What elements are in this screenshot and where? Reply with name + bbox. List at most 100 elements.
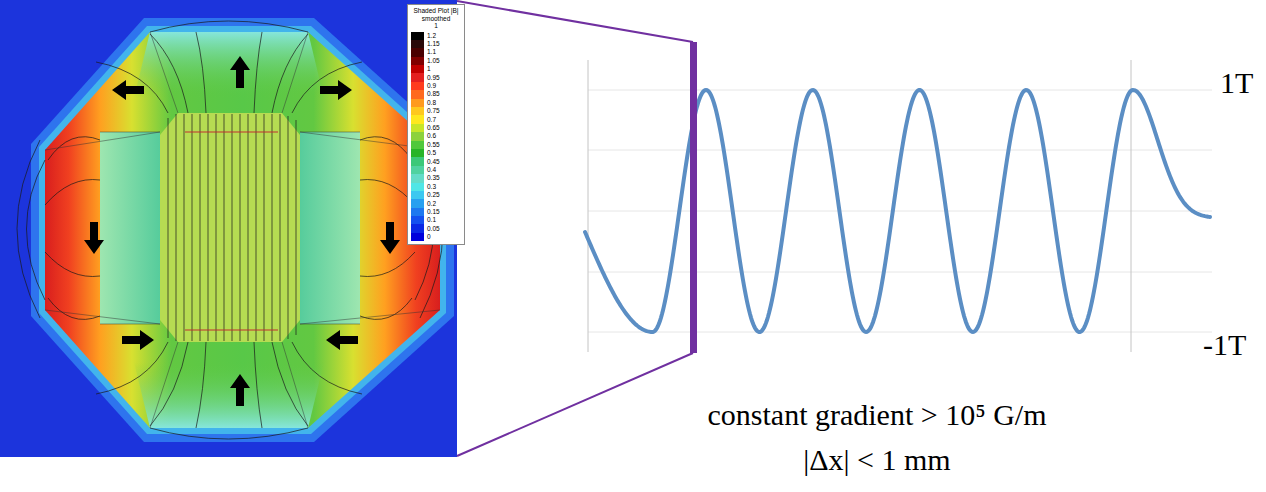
- legend-value: 0.9: [427, 82, 436, 90]
- legend-row: 0.75: [411, 107, 461, 115]
- tolerance-note: |Δx| < 1 mm: [803, 443, 950, 478]
- legend-row: 0.35: [411, 174, 461, 182]
- legend-value: 0.4: [427, 166, 436, 174]
- magnetization-arrows: [84, 56, 400, 406]
- legend-swatch: [411, 40, 424, 48]
- legend-row: 0.9: [411, 82, 461, 90]
- legend-swatch: [411, 149, 424, 157]
- legend-row: 0.55: [411, 141, 461, 149]
- legend-swatch: [411, 224, 424, 232]
- plot-axis: [1131, 60, 1132, 352]
- colorbar-scale: 1: [411, 22, 461, 30]
- legend-value: 0.2: [427, 200, 436, 208]
- legend-value: 0.45: [427, 158, 440, 166]
- grid-line: [588, 90, 1212, 91]
- magnetization-arrow: [326, 330, 358, 350]
- pole-notch: [300, 132, 360, 324]
- legend-value: 0.95: [427, 74, 440, 82]
- field-background: [0, 0, 457, 457]
- bore-edge: [185, 329, 278, 330]
- legend-value: 0: [427, 233, 431, 241]
- legend-row: 0.25: [411, 191, 461, 199]
- legend-value: 0.55: [427, 141, 440, 149]
- plot-axis: [588, 60, 589, 352]
- legend-value: 0.8: [427, 99, 436, 107]
- legend-value: 1: [427, 65, 431, 73]
- legend-value: 0.3: [427, 183, 436, 191]
- magnetization-arrow: [112, 80, 144, 100]
- legend-swatch: [411, 32, 424, 40]
- segment-boundaries: [45, 32, 440, 428]
- legend-value: 0.1: [427, 216, 436, 224]
- segment-line: [45, 32, 440, 428]
- legend-value: 0.15: [427, 208, 440, 216]
- legend-row: 0: [411, 233, 461, 241]
- legend-swatch: [411, 48, 424, 56]
- legend-value: 1.05: [427, 57, 440, 65]
- field-line: [150, 21, 308, 439]
- colorbar-panel: Shaded Plot |B| smoothed11.21.151.11.051…: [407, 4, 465, 245]
- legend-value: 0.05: [427, 225, 440, 233]
- bore-edge: [185, 131, 278, 132]
- magnetization-arrow: [84, 222, 104, 254]
- gradient-region-bar: [690, 42, 697, 353]
- legend-swatch: [411, 166, 424, 174]
- legend-value: 0.65: [427, 124, 440, 132]
- legend-swatch: [411, 124, 424, 132]
- field-line: [96, 342, 362, 428]
- legend-value: 1.2: [427, 32, 436, 40]
- grid-line: [588, 332, 1212, 333]
- colorbar-heading: Shaded Plot |B| smoothed: [411, 7, 461, 22]
- field-halo: [39, 26, 446, 434]
- legend-swatch: [411, 115, 424, 123]
- zoom-line: [457, 353, 693, 456]
- axis-min-label: -1T: [1203, 328, 1246, 363]
- legend-value: 1.15: [427, 40, 440, 48]
- legend-row: 0.45: [411, 157, 461, 165]
- gradient-note: constant gradient > 10⁵ G/m: [708, 398, 1047, 433]
- legend-row: 0.05: [411, 224, 461, 232]
- legend-row: 0.6: [411, 132, 461, 140]
- magnet-segment: [134, 32, 324, 98]
- legend-value: 0.25: [427, 191, 440, 199]
- legend-value: 0.5: [427, 149, 436, 157]
- colorbar-legend: 1.21.151.11.0510.950.90.850.80.750.70.65…: [411, 32, 461, 242]
- field-profile-curve: [585, 90, 1210, 332]
- magnet-bore: [160, 113, 300, 342]
- magnetization-arrow: [122, 330, 154, 350]
- legend-swatch: [411, 199, 424, 207]
- legend-swatch: [411, 57, 424, 65]
- legend-row: 0.8: [411, 99, 461, 107]
- field-line: [168, 114, 296, 341]
- legend-swatch: [411, 157, 424, 165]
- curve-layer: [585, 90, 1210, 332]
- pole-notch: [100, 132, 160, 324]
- legend-swatch: [411, 216, 424, 224]
- field-line: [96, 32, 362, 113]
- grid-line: [588, 211, 1212, 212]
- axis-max-label: 1T: [1220, 66, 1253, 101]
- legend-swatch: [411, 233, 424, 241]
- legend-row: 0.65: [411, 124, 461, 132]
- legend-swatch: [411, 183, 424, 191]
- legend-swatch: [411, 90, 424, 98]
- magnetization-arrow: [380, 222, 400, 254]
- zoom-line: [457, 1, 693, 42]
- magnetization-arrow: [230, 374, 250, 406]
- magnet-body: [45, 32, 440, 428]
- legend-row: 1: [411, 65, 461, 73]
- legend-row: 0.85: [411, 90, 461, 98]
- field-line: [17, 140, 443, 318]
- legend-swatch: [411, 73, 424, 81]
- legend-swatch: [411, 65, 424, 73]
- legend-swatch: [411, 132, 424, 140]
- magnetization-arrow: [320, 80, 352, 100]
- legend-row: 1.1: [411, 48, 461, 56]
- legend-row: 1.05: [411, 57, 461, 65]
- legend-row: 1.15: [411, 40, 461, 48]
- legend-value: 0.6: [427, 132, 436, 140]
- legend-row: 0.1: [411, 216, 461, 224]
- legend-value: 1.1: [427, 48, 436, 56]
